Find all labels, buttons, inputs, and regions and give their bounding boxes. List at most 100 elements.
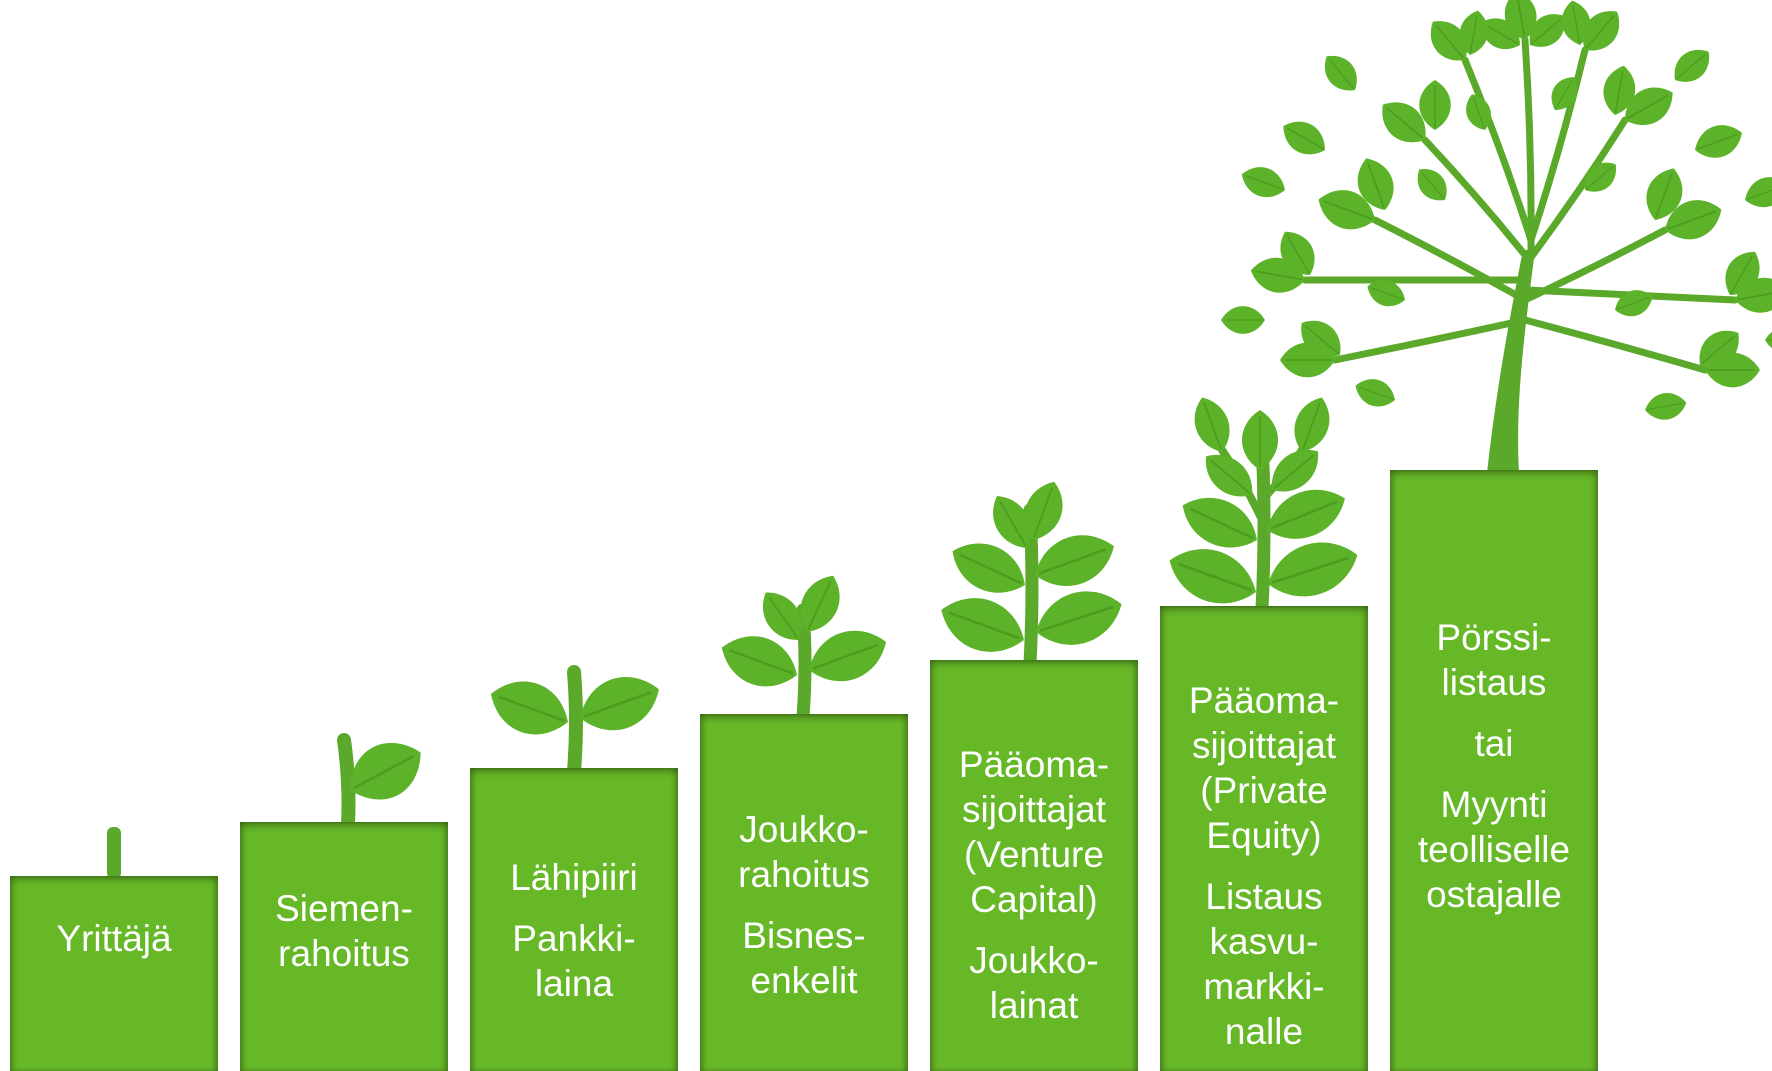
stem xyxy=(567,665,583,778)
stage-label-line: Siemen- xyxy=(275,888,413,929)
stage-column-yrittaja: Yrittäjä xyxy=(10,876,218,1071)
leaf xyxy=(1205,455,1253,497)
leaf xyxy=(1725,251,1760,295)
stage-label-line: Pankki- xyxy=(512,917,636,959)
leaf xyxy=(1417,169,1447,201)
stage-label-line: Bisnes- xyxy=(742,915,866,956)
leaf xyxy=(1169,549,1256,604)
leaf xyxy=(762,592,802,641)
leaf xyxy=(1294,397,1330,452)
leaf xyxy=(1194,397,1230,452)
stage-label-line: nalle xyxy=(1224,1011,1304,1052)
stage-label-line: Listaus xyxy=(1205,876,1323,917)
stem xyxy=(107,827,121,879)
stage-text: Yrittäjä xyxy=(56,916,171,961)
leaf xyxy=(1268,542,1358,597)
stage-label-line: teolliselle xyxy=(1417,829,1571,870)
stage-label-line: (Private xyxy=(1200,770,1328,811)
stage-label-line: Yrittäjä xyxy=(56,917,172,959)
leaf xyxy=(1318,190,1375,230)
leaf xyxy=(1035,535,1114,586)
leaf xyxy=(1745,177,1772,208)
leaf xyxy=(1765,331,1772,349)
leaf xyxy=(1355,379,1395,407)
stage-label-line: sijoittajat xyxy=(1192,725,1336,766)
plant-seedling-four-leaves xyxy=(721,575,887,724)
leaf xyxy=(1584,162,1616,192)
leaf xyxy=(1529,14,1565,47)
leaf xyxy=(1674,49,1710,82)
leaf xyxy=(1182,497,1257,548)
stage-label-line: Pörssi- xyxy=(1436,617,1552,658)
stage-label-line: rahoitus xyxy=(278,933,410,974)
leaf xyxy=(1430,21,1467,61)
stem xyxy=(1525,116,1629,264)
leaf xyxy=(580,677,659,731)
stage-label-line: Myynti xyxy=(1440,784,1548,825)
stage-label-line: Pääoma- xyxy=(1188,680,1340,721)
leaf xyxy=(1459,10,1489,55)
stage-label-line: Joukko- xyxy=(739,809,869,850)
plant-tree xyxy=(1221,0,1772,473)
stage-label-line: ostajalle xyxy=(1426,874,1562,915)
leaf xyxy=(993,496,1031,548)
stem xyxy=(337,733,356,832)
leaf xyxy=(1625,87,1673,125)
leaf xyxy=(1271,450,1319,492)
stem xyxy=(1331,316,1529,364)
leaf xyxy=(490,681,568,735)
leaf xyxy=(1301,320,1341,357)
stage-label-line: Equity) xyxy=(1206,815,1322,856)
leaf xyxy=(1615,290,1653,317)
stem xyxy=(1421,136,1533,264)
trunk xyxy=(1487,250,1535,473)
leaf xyxy=(1481,18,1520,50)
plant-bushy-plant xyxy=(1169,397,1358,616)
leaf xyxy=(941,598,1024,652)
leaf xyxy=(1221,306,1265,334)
stage-label-line: markki- xyxy=(1203,966,1325,1007)
stage-text: Siemen-rahoitus xyxy=(275,886,413,976)
leaf xyxy=(1242,410,1278,470)
plant-seedling-two-leaves xyxy=(490,665,659,778)
leaf xyxy=(721,636,797,687)
leaf xyxy=(1267,489,1345,539)
leaf xyxy=(1419,80,1451,130)
stage-label-line: tai xyxy=(1474,723,1514,764)
leaf xyxy=(1382,102,1426,143)
leaf xyxy=(1699,330,1739,367)
stage-label-line: lainat xyxy=(989,985,1079,1026)
leaf xyxy=(1357,158,1394,210)
stage-label-line: Lähipiiri xyxy=(510,856,638,898)
leaf xyxy=(1551,77,1578,110)
leaf xyxy=(1583,11,1620,51)
leaf xyxy=(1367,280,1405,307)
stage-column-siemenrahoitus: Siemen-rahoitus xyxy=(240,822,448,1071)
leaf xyxy=(1646,168,1683,220)
stage-label-line: (Venture xyxy=(964,834,1104,875)
leaf xyxy=(1324,55,1357,91)
leaf xyxy=(952,543,1025,593)
leaf xyxy=(809,630,887,682)
leaf xyxy=(1241,167,1285,198)
stage-label-line: rahoitus xyxy=(738,854,870,895)
plant-sprout-stem xyxy=(107,827,121,879)
stage-label-line: Capital) xyxy=(970,879,1098,920)
plant-young-plant xyxy=(941,481,1122,670)
leaf xyxy=(1283,121,1325,155)
stage-label-line: enkelit xyxy=(750,960,858,1001)
stem xyxy=(1527,46,1589,244)
stem xyxy=(1371,216,1529,304)
stage-label-line: kasvu- xyxy=(1209,921,1319,962)
leaf xyxy=(1280,231,1315,275)
leaf xyxy=(1603,65,1636,115)
stem xyxy=(1521,316,1709,374)
stem xyxy=(1521,36,1535,254)
